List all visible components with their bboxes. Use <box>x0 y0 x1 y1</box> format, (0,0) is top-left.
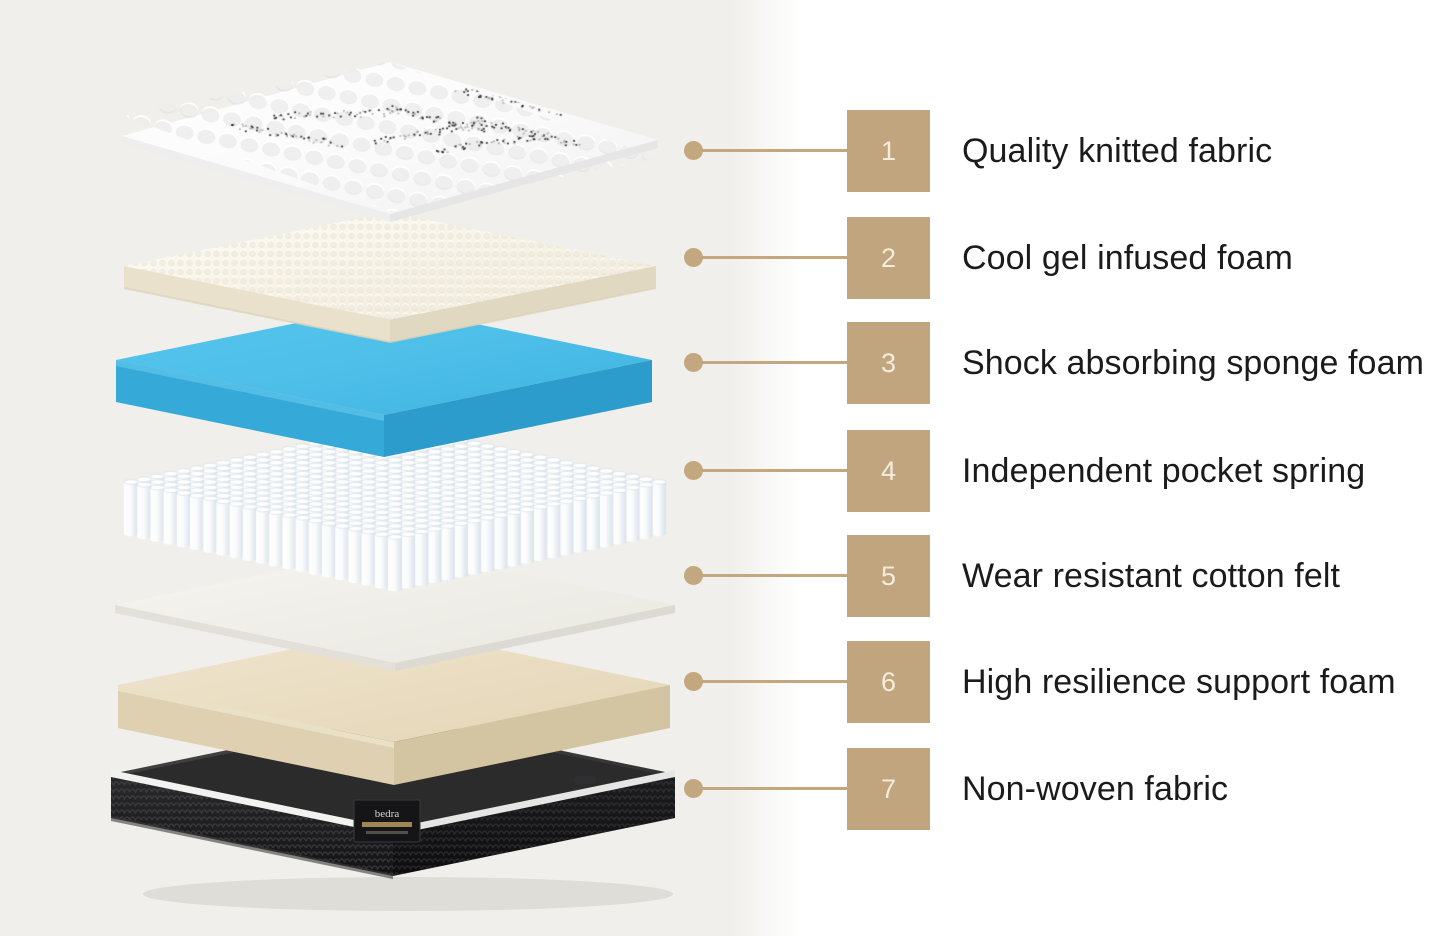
legend-label-4: Independent pocket spring <box>962 451 1366 490</box>
legend-label-7: Non-woven fabric <box>962 769 1229 808</box>
connector-line-2 <box>693 256 849 259</box>
legend-label-3: Shock absorbing sponge foam <box>962 343 1424 382</box>
legend-number-2: 2 <box>880 242 897 273</box>
legend-badge-6[interactable]: 6 <box>847 641 930 723</box>
legend-number-3: 3 <box>880 347 897 378</box>
legend-badge-4[interactable]: 4 <box>847 430 930 512</box>
layer-4-independent-pocket-spring <box>112 424 678 614</box>
legend-badge-7[interactable]: 7 <box>847 748 930 830</box>
legend-label-1: Quality knitted fabric <box>962 131 1273 170</box>
legend-badge-2[interactable]: 2 <box>847 217 930 299</box>
legend-number-7: 7 <box>880 773 897 804</box>
legend-label-5: Wear resistant cotton felt <box>962 556 1341 595</box>
legend-label-6: High resilience support foam <box>962 662 1396 701</box>
legend-label-2: Cool gel infused foam <box>962 238 1293 277</box>
connector-line-4 <box>693 469 849 472</box>
legend-number-6: 6 <box>880 666 897 697</box>
legend-number-4: 4 <box>880 455 897 486</box>
legend-badge-1[interactable]: 1 <box>847 110 930 192</box>
layer-3-shock-absorbing-sponge-foam <box>114 305 654 475</box>
legend-badge-3[interactable]: 3 <box>847 322 930 404</box>
legend-number-5: 5 <box>880 560 897 591</box>
layer-1-quality-knitted-fabric <box>120 62 660 237</box>
legend-badge-5[interactable]: 5 <box>847 535 930 617</box>
legend-number-1: 1 <box>880 135 897 166</box>
connector-line-5 <box>693 574 849 577</box>
connector-line-1 <box>693 149 849 152</box>
connector-line-7 <box>693 787 849 790</box>
connector-line-6 <box>693 680 849 683</box>
connector-line-3 <box>693 361 849 364</box>
layer-6-high-resilience-support-foam <box>116 628 672 803</box>
svg-text:bedra: bedra <box>375 808 400 820</box>
